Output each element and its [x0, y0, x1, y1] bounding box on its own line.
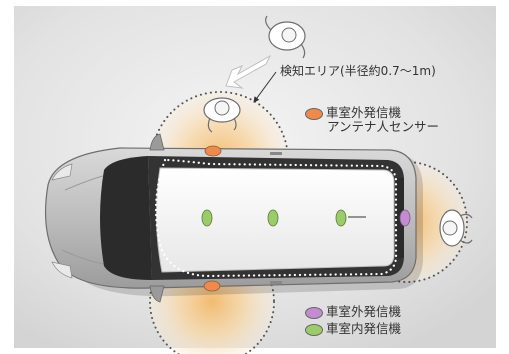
interior-detection-outline — [154, 158, 398, 278]
interior-transmitter-middle — [267, 209, 279, 227]
detection-area-label: 検知エリア(半径約0.7〜1m) — [280, 64, 436, 78]
interior-transmitter-swatch — [305, 323, 323, 336]
car-icon — [44, 133, 423, 303]
exterior-transmitter-rear — [399, 209, 411, 227]
exterior-antenna-passenger — [203, 280, 221, 292]
transmitters — [201, 145, 411, 292]
interior-transmitter-rear — [335, 209, 347, 227]
detection-area-leader — [253, 71, 277, 103]
legend-exterior-antenna-line2: アンテナ人センサー — [327, 119, 440, 135]
person-icon — [439, 209, 473, 247]
exterior-antenna-swatch — [305, 107, 323, 120]
interior-transmitter-front — [201, 209, 213, 227]
exterior-transmitter-swatch — [305, 306, 323, 319]
legend-interior-transmitter-label: 車室内発信機 — [326, 321, 402, 336]
legend-interior-transmitter: 車室内発信機 — [305, 321, 402, 336]
legend-exterior-antenna-line1: 車室外発信機 — [326, 105, 402, 120]
exterior-antenna-driver — [204, 145, 222, 157]
arrow-icon — [225, 54, 272, 89]
legend-exterior-transmitter-label: 車室外発信機 — [326, 304, 402, 319]
person-icon — [265, 15, 306, 59]
legend-exterior-transmitter: 車室外発信機 — [305, 304, 402, 319]
legend-exterior-antenna: 車室外発信機 アンテナ人センサー — [305, 105, 440, 135]
person-icon — [203, 97, 241, 133]
